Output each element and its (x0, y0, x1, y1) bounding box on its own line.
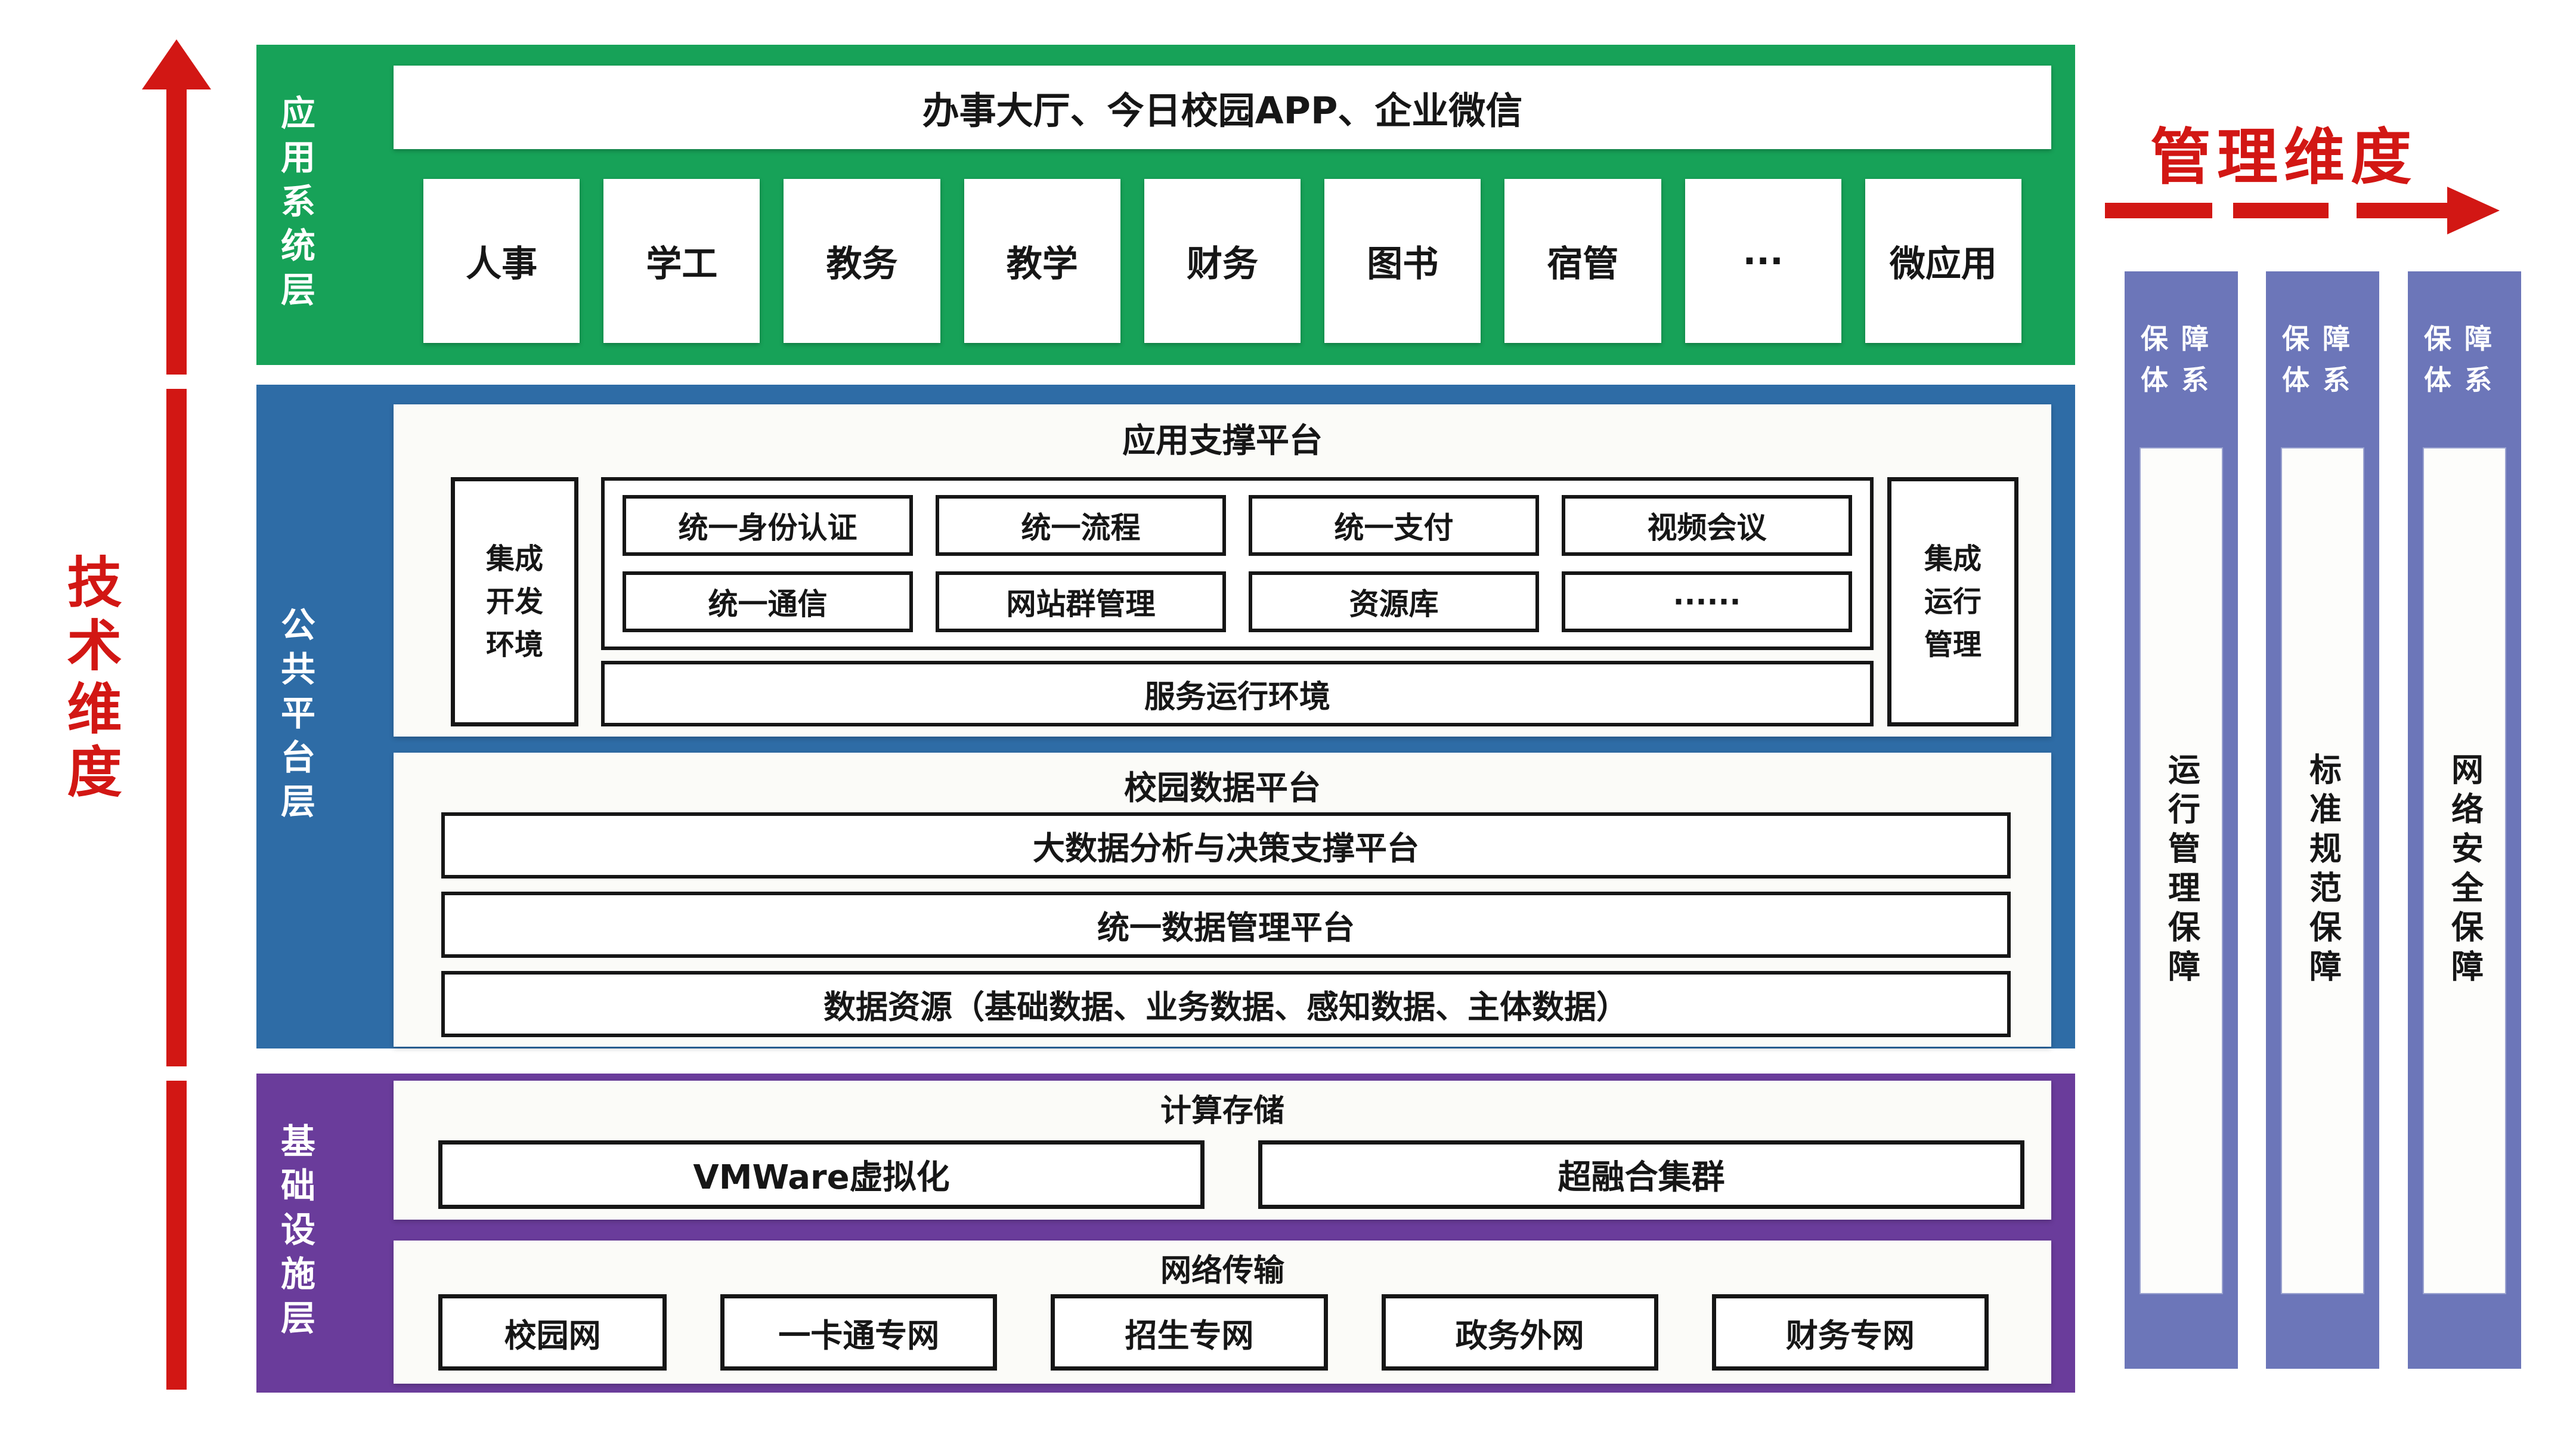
right-arrowhead-icon (2447, 187, 2500, 234)
data-row: 大数据分析与决策支撑平台 (441, 812, 2011, 879)
support-feature-box: 统一身份认证 (623, 495, 913, 556)
tech-dimension-label: 技术维度 (58, 553, 122, 806)
pillar-inner-panel: 网络安全保障 (2423, 447, 2506, 1294)
pillar-inner-panel: 标准规范保障 (2281, 447, 2364, 1294)
integrated-ops-mgmt-box: 集成运行管理 (1887, 477, 2018, 726)
network-box: 招生专网 (1051, 1294, 1328, 1371)
compute-box: 超融合集群 (1258, 1140, 2024, 1209)
arrow-segment (166, 1081, 187, 1390)
layer-public-platform: 公共平台层 应用支撑平台 集成开发环境 统一身份认证 统一流程 统一支付 视频会… (256, 385, 2075, 1048)
compute-box: VMWare虚拟化 (438, 1140, 1205, 1209)
up-arrowhead-icon (142, 39, 211, 89)
data-row: 统一数据管理平台 (441, 892, 2011, 958)
network-box: 校园网 (438, 1294, 667, 1371)
pillar-header: 保障体系 (2424, 322, 2505, 396)
integrated-ops-mgmt-label: 集成运行管理 (1924, 542, 1981, 661)
app-system-box: 财务 (1144, 179, 1301, 343)
network-row: 校园网 一卡通专网 招生专网 政务外网 财务专网 (438, 1294, 1989, 1371)
pillar-inner-panel: 运行管理保障 (2140, 447, 2223, 1294)
app-system-box: 教学 (964, 179, 1120, 343)
layer-label-application-systems: 应用系统层 (275, 94, 315, 316)
support-feature-box: 网站群管理 (936, 571, 1226, 632)
network-box: 政务外网 (1381, 1294, 1658, 1371)
integrated-dev-env-label: 集成开发环境 (485, 542, 543, 661)
pillar-label: 运行管理保障 (2162, 753, 2200, 989)
support-feature-row: 统一通信 网站群管理 资源库 ······ (623, 571, 1852, 632)
arrow-dash (2357, 203, 2447, 218)
arrow-segment (166, 389, 187, 1066)
pillar-label: 标准规范保障 (2303, 753, 2342, 989)
support-feature-grid: 统一身份认证 统一流程 统一支付 视频会议 统一通信 网站群管理 资源库 ···… (601, 477, 1874, 650)
pillar-label: 网络安全保障 (2445, 753, 2484, 989)
network-box: 一卡通专网 (720, 1294, 998, 1371)
service-runtime-env-bar: 服务运行环境 (601, 661, 1874, 726)
campus-data-platform-title: 校园数据平台 (1123, 769, 1321, 807)
pillar-standards-guarantee: 保障体系 标准规范保障 (2266, 271, 2379, 1369)
portal-bar: 办事大厅、今日校园APP、企业微信 (394, 66, 2051, 149)
pillar-operations-guarantee: 保障体系 运行管理保障 (2125, 271, 2238, 1369)
support-feature-box: 视频会议 (1562, 495, 1852, 556)
pillar-header: 保障体系 (2282, 322, 2363, 396)
layer-label-public-platform: 公共平台层 (275, 606, 315, 827)
data-row: 数据资源（基础数据、业务数据、感知数据、主体数据） (441, 971, 2011, 1037)
compute-storage-panel: 计算存储 VMWare虚拟化 超融合集群 (394, 1081, 2051, 1220)
app-support-platform-panel: 应用支撑平台 集成开发环境 统一身份认证 统一流程 统一支付 视频会议 统一通信… (394, 404, 2051, 737)
arrow-segment (166, 89, 187, 375)
layer-application-systems: 应用系统层 办事大厅、今日校园APP、企业微信 人事 学工 教务 教学 财务 图… (256, 45, 2075, 365)
network-transmission-panel: 网络传输 校园网 一卡通专网 招生专网 政务外网 财务专网 (394, 1241, 2051, 1384)
app-support-platform-title: 应用支撑平台 (1122, 422, 1323, 460)
support-feature-row: 统一身份认证 统一流程 统一支付 视频会议 (623, 495, 1852, 556)
data-platform-rows: 大数据分析与决策支撑平台 统一数据管理平台 数据资源（基础数据、业务数据、感知数… (441, 812, 2011, 1037)
support-feature-box-ellipsis: ······ (1562, 571, 1852, 632)
arrow-dash (2105, 203, 2212, 218)
compute-storage-row: VMWare虚拟化 超融合集群 (438, 1140, 2024, 1209)
app-system-box: 宿管 (1504, 179, 1661, 343)
integrated-dev-env-box: 集成开发环境 (451, 477, 578, 726)
app-system-box: 教务 (784, 179, 940, 343)
mgmt-dimension-label: 管理维度 (2150, 122, 2417, 193)
support-feature-box: 统一通信 (623, 571, 913, 632)
campus-data-platform-panel: 校园数据平台 大数据分析与决策支撑平台 统一数据管理平台 数据资源（基础数据、业… (394, 753, 2051, 1047)
app-system-box: 人事 (423, 179, 580, 343)
pillar-header: 保障体系 (2141, 322, 2222, 396)
arrow-dash (2233, 203, 2329, 218)
support-feature-box: 统一流程 (936, 495, 1226, 556)
app-system-box: 学工 (603, 179, 760, 343)
pillar-network-security-guarantee: 保障体系 网络安全保障 (2408, 271, 2521, 1369)
app-system-box: 图书 (1324, 179, 1481, 343)
compute-storage-title: 计算存储 (1160, 1093, 1284, 1129)
app-system-box: 微应用 (1865, 179, 2021, 343)
app-system-box-ellipsis: ··· (1685, 179, 1841, 343)
support-feature-box: 统一支付 (1249, 495, 1539, 556)
network-box: 财务专网 (1711, 1294, 1989, 1371)
support-feature-box: 资源库 (1249, 571, 1539, 632)
network-transmission-title: 网络传输 (1160, 1253, 1284, 1289)
layer-infrastructure: 基础设施层 计算存储 VMWare虚拟化 超融合集群 网络传输 校园网 一卡通专… (256, 1074, 2075, 1393)
app-systems-row: 人事 学工 教务 教学 财务 图书 宿管 ··· 微应用 (394, 179, 2051, 343)
layer-label-infrastructure: 基础设施层 (275, 1122, 315, 1344)
